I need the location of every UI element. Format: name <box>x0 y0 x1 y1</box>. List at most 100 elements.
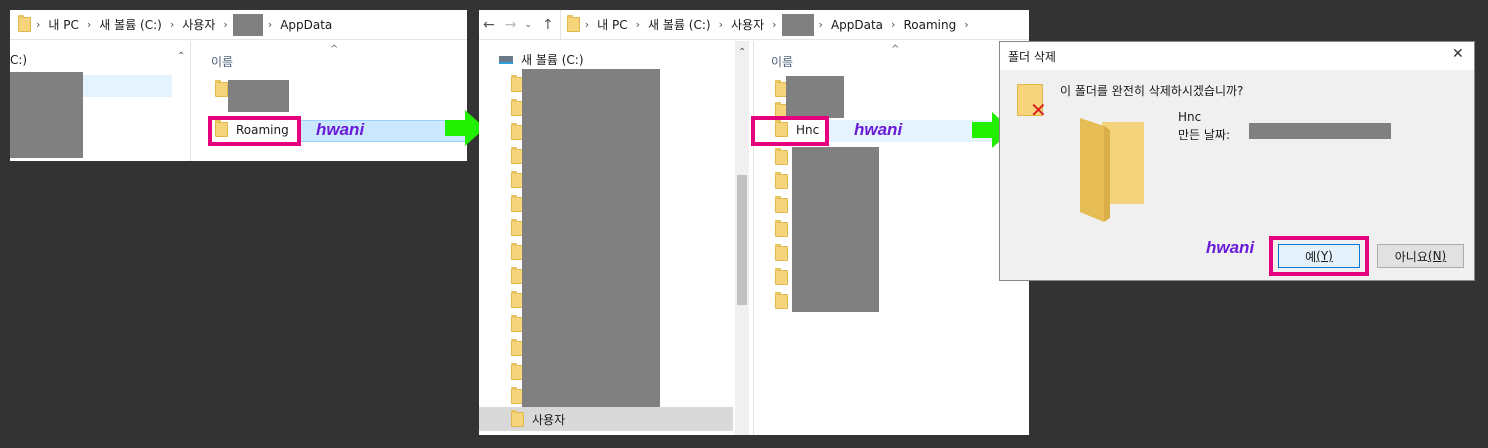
column-header-name[interactable]: 이름 <box>211 55 234 69</box>
folder-icon <box>566 15 580 32</box>
redacted-area <box>792 147 879 312</box>
nav-scrollbar[interactable]: ⌃ <box>735 41 749 435</box>
delete-folder-dialog: 폴더 삭제 ✕ ✕ 이 폴더를 완전히 삭제하시겠습니까? Hnc 만든 날짜:… <box>999 41 1475 281</box>
chevron-right-icon: › <box>891 18 896 31</box>
address-bar-row: ← → ⌄ ↑ › 내 PC › 새 볼륨 (C:) › 사용자 › › App… <box>479 10 1029 40</box>
watermark: hwani <box>1206 238 1255 257</box>
explorer-window-roaming: ← → ⌄ ↑ › 내 PC › 새 볼륨 (C:) › 사용자 › › App… <box>479 10 1029 435</box>
chevron-right-icon: › <box>267 18 273 31</box>
scroll-up-arrow-icon[interactable]: ⌃ <box>738 47 747 58</box>
breadcrumb-item[interactable]: 내 PC <box>597 18 628 32</box>
address-divider <box>559 10 561 40</box>
breadcrumb-item[interactable]: Roaming <box>903 17 957 32</box>
pane-divider <box>190 41 191 161</box>
nav-item-users[interactable]: 사용자 <box>511 410 566 428</box>
nav-pane: 새 볼륨 (C:) 사용자 ⌃ <box>479 41 749 435</box>
sort-caret-icon: ^ <box>891 44 900 55</box>
close-icon[interactable]: ✕ <box>1452 46 1464 62</box>
chevron-right-icon: › <box>772 18 777 31</box>
address-bar[interactable]: › 내 PC › 새 볼륨 (C:) › 사용자 › › AppData <box>10 10 467 40</box>
redacted-area <box>228 80 289 112</box>
folder-icon <box>775 292 788 309</box>
breadcrumb-item[interactable]: 새 볼륨 (C:) <box>99 18 162 32</box>
redacted-date <box>1249 123 1391 139</box>
folder-item-roaming[interactable]: Roaming <box>215 120 289 137</box>
breadcrumb-item[interactable]: 사용자 <box>731 18 765 32</box>
folder-icon <box>215 120 228 137</box>
redacted-area <box>786 76 844 118</box>
no-button[interactable]: 아니요(N) <box>1377 244 1464 268</box>
chevron-right-icon: › <box>818 18 823 31</box>
chevron-right-icon: › <box>223 18 228 31</box>
chevron-right-icon: › <box>169 18 175 31</box>
nav-pane: C:) ⌃ <box>10 41 186 161</box>
forward-arrow-icon[interactable]: → <box>504 16 517 33</box>
explorer-window-appdata: › 내 PC › 새 볼륨 (C:) › 사용자 › › AppData C:)… <box>10 10 467 161</box>
folder-icon <box>775 196 788 213</box>
folder-icon <box>511 171 524 188</box>
chevron-right-icon: › <box>964 18 969 31</box>
redacted-area <box>522 69 660 409</box>
red-x-icon: ✕ <box>1030 98 1047 122</box>
breadcrumb-item[interactable]: AppData <box>830 17 884 32</box>
breadcrumb-item[interactable]: 새 볼륨 (C:) <box>648 18 711 32</box>
watermark: hwani <box>854 120 903 139</box>
chevron-right-icon: › <box>36 18 41 31</box>
delete-folder-icon <box>1017 84 1043 116</box>
back-arrow-icon[interactable]: ← <box>483 16 495 33</box>
dialog-titlebar: 폴더 삭제 ✕ <box>1000 42 1474 70</box>
pane-divider <box>753 41 754 435</box>
yes-button[interactable]: 예(Y) <box>1278 244 1360 268</box>
folder-icon <box>775 148 788 165</box>
dialog-title: 폴더 삭제 <box>1008 50 1056 64</box>
sort-caret-icon: ^ <box>330 44 339 55</box>
up-arrow-icon[interactable]: ↑ <box>542 16 554 33</box>
large-folder-icon <box>1080 118 1144 222</box>
chevron-right-icon: › <box>584 18 590 31</box>
no-shortcut: (N) <box>1427 249 1447 263</box>
folder-icon <box>775 80 788 97</box>
folder-icon <box>511 291 524 308</box>
yes-label: 예 <box>1305 249 1317 264</box>
nav-item-label: 사용자 <box>532 413 566 427</box>
redacted-username <box>781 13 814 36</box>
no-label: 아니요 <box>1394 249 1428 264</box>
breadcrumb-item[interactable]: 사용자 <box>182 18 216 32</box>
folder-icon <box>775 220 788 237</box>
arrow-right-icon <box>445 110 485 146</box>
scrollbar-thumb[interactable] <box>737 175 747 305</box>
chevron-right-icon: › <box>86 18 92 31</box>
chevron-right-icon: › <box>635 18 641 31</box>
scroll-up-arrow-icon[interactable]: ⌃ <box>177 51 186 62</box>
folder-icon <box>775 172 788 189</box>
breadcrumb-item[interactable]: AppData <box>280 17 333 32</box>
breadcrumb-item[interactable]: 내 PC <box>48 18 79 32</box>
created-date-label: 만든 날짜: <box>1178 128 1231 142</box>
redacted-username <box>232 13 263 36</box>
dialog-body: ✕ 이 폴더를 완전히 삭제하시겠습니까? Hnc 만든 날짜: hwani 예… <box>1000 70 1474 280</box>
folder-icon <box>18 15 31 32</box>
folder-icon <box>775 120 788 137</box>
folder-icon <box>511 123 524 140</box>
folder-icon <box>511 410 524 427</box>
nav-drive-label[interactable]: C:) <box>10 53 28 67</box>
dialog-question: 이 폴더를 완전히 삭제하시겠습니까? <box>1060 84 1244 98</box>
drive-icon <box>499 55 513 64</box>
recent-dropdown-icon[interactable]: ⌄ <box>524 19 533 30</box>
folder-icon <box>215 80 228 97</box>
column-header-name[interactable]: 이름 <box>771 55 794 69</box>
watermark: hwani <box>316 120 365 139</box>
highlight-box <box>1269 236 1369 276</box>
folder-icon <box>511 387 524 404</box>
redacted-area <box>10 72 83 158</box>
nav-drive-item[interactable]: 새 볼륨 (C:) <box>499 51 584 68</box>
folder-label: Hnc <box>796 122 820 137</box>
folder-icon <box>511 99 524 116</box>
folder-icon <box>775 244 788 261</box>
nav-drive-label: 새 볼륨 (C:) <box>521 53 584 67</box>
yes-shortcut: (Y) <box>1316 249 1333 263</box>
chevron-right-icon: › <box>718 18 723 31</box>
item-name: Hnc <box>1178 110 1202 124</box>
folder-label: Roaming <box>236 122 289 137</box>
folder-item-hnc[interactable]: Hnc <box>775 120 820 137</box>
